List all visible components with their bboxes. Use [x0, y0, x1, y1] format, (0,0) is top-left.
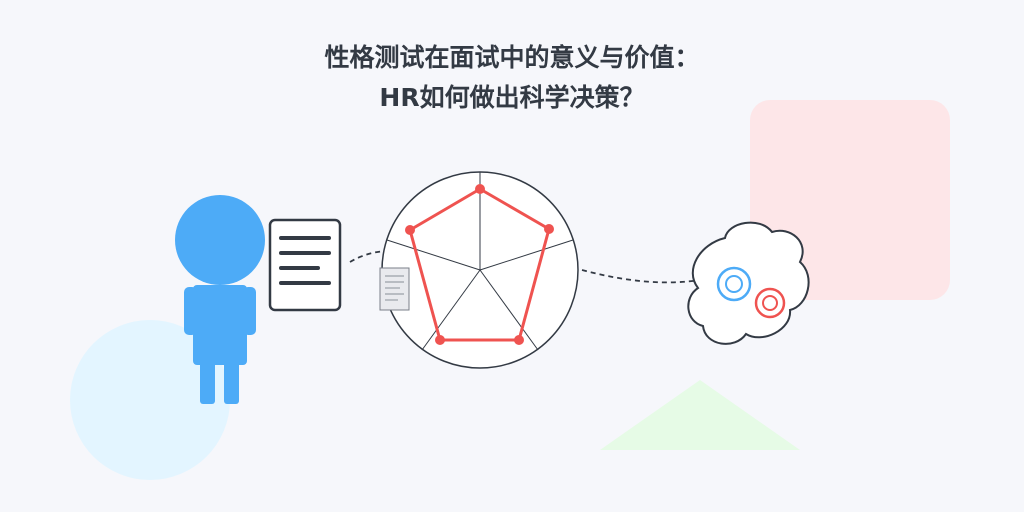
person-left-arm	[184, 287, 197, 335]
page-title: 性格测试在面试中的意义与价值： HR如何做出科学决策？	[0, 38, 1024, 118]
blue-target-inner	[725, 275, 743, 293]
decor-blue-circle	[70, 320, 230, 480]
decor-green-triangle	[600, 380, 800, 450]
person-figure-icon	[175, 195, 265, 404]
radar-point	[514, 335, 524, 345]
person-left-leg	[200, 358, 215, 404]
thought-cloud-icon	[687, 221, 810, 345]
radar-chart-icon	[381, 171, 579, 369]
person-right-arm	[243, 287, 256, 335]
radar-point	[435, 335, 445, 345]
title-line-2: HR如何做出科学决策？	[379, 83, 645, 112]
red-target-outer	[754, 287, 786, 319]
dashed-connector-right	[581, 269, 701, 284]
document-lines-icon	[268, 218, 342, 312]
small-document-icon	[379, 267, 410, 311]
title-line-1: 性格测试在面试中的意义与价值：	[324, 43, 700, 72]
radar-point	[544, 224, 554, 234]
person-head	[175, 195, 265, 285]
radar-point	[475, 184, 485, 194]
person-torso	[193, 285, 247, 365]
radar-score-polygon	[408, 187, 551, 342]
person-right-leg	[224, 358, 239, 404]
radar-point	[405, 225, 415, 235]
blue-target-outer	[716, 266, 752, 302]
red-target-inner	[762, 295, 778, 311]
